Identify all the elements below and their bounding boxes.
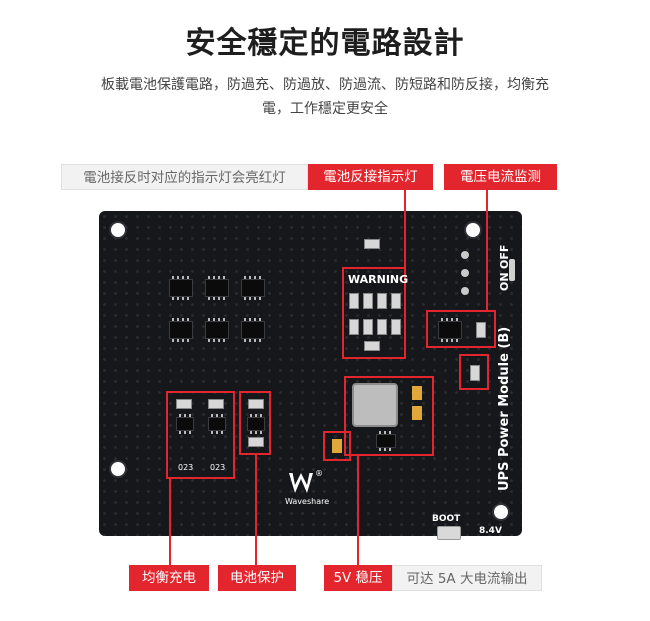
smd-component: [208, 399, 224, 409]
smd-component: [470, 365, 480, 381]
board-image: WARNING ON OFF UPS Power Module (B) 023 …: [99, 211, 522, 540]
leader-battery-protection: [255, 455, 257, 565]
ic-chip: [438, 318, 462, 342]
trademark-text: ®: [315, 469, 323, 478]
regulator-frame-lower: [323, 431, 351, 461]
regulator-note-label: 可达 5A 大电流输出: [392, 565, 542, 591]
capacitor: [332, 439, 342, 453]
mount-hole-top-right: [464, 221, 482, 239]
smd-component: [391, 319, 401, 335]
ic-chip: [208, 414, 226, 434]
balance-charge-frame: 023 023: [166, 391, 235, 479]
part-label-left: 023: [178, 463, 194, 472]
regulator-frame: [344, 376, 434, 456]
waveshare-logo-icon: [289, 473, 313, 493]
part-label-right: 023: [210, 463, 226, 472]
monitor-label: 電压电流监测: [444, 164, 557, 190]
warning-text: WARNING: [348, 273, 409, 286]
smd-component: [248, 399, 264, 409]
switch-off-label: OFF: [498, 244, 511, 269]
smd-component: [377, 319, 387, 335]
description-line-1: 板載電池保護電路，防過充、防過放、防過流、防短路和防反接，均衡充: [101, 77, 549, 93]
ic-chip: [241, 318, 265, 342]
voltage-label: 8.4V: [479, 526, 502, 536]
page-title: 安全穩定的電路設計: [185, 26, 465, 61]
module-name-text: UPS Power Module (B): [497, 326, 512, 491]
leader-reverse-indicator: [404, 190, 406, 267]
ic-chip: [205, 318, 229, 342]
balance-charge-label: 均衡充电: [129, 565, 209, 591]
smd-component: [476, 322, 486, 338]
regulator-label: 5V 稳压: [324, 565, 392, 591]
reverse-note-label: 電池接反时对应的指示灯会亮红灯: [61, 164, 308, 190]
ic-chip: [376, 431, 396, 451]
smd-component: [176, 399, 192, 409]
ic-chip: [169, 318, 193, 342]
switch-on-label: ON: [498, 272, 511, 291]
warning-frame: WARNING: [342, 267, 409, 359]
smd-component: [364, 239, 380, 249]
power-switch[interactable]: [509, 259, 515, 281]
capacitor: [412, 406, 422, 420]
ic-chip: [205, 276, 229, 300]
smd-component: [349, 293, 359, 309]
brand-text: Waveshare: [285, 497, 330, 506]
terminal-pin: [461, 287, 469, 295]
ic-chip: [176, 414, 194, 434]
smd-component: [248, 437, 264, 447]
ic-chip: [241, 276, 265, 300]
boot-label: BOOT: [432, 514, 461, 524]
monitor-frame: [426, 310, 496, 348]
ic-chip: [247, 414, 265, 434]
terminal-pin: [461, 269, 469, 277]
boot-button[interactable]: [437, 526, 461, 540]
reverse-indicator-label: 電池反接指示灯: [308, 164, 433, 190]
leader-regulator: [357, 456, 359, 565]
leader-monitor: [486, 190, 488, 311]
description-line-2: 電，工作穩定更安全: [262, 101, 388, 117]
ic-chip: [169, 276, 193, 300]
battery-protection-label: 电池保护: [218, 565, 296, 591]
mount-hole-bottom-right: [492, 503, 510, 521]
inductor: [352, 383, 398, 427]
leader-balance-charge: [169, 479, 171, 565]
smd-component: [349, 319, 359, 335]
mount-hole-top-left: [109, 221, 127, 239]
smd-component: [364, 341, 380, 351]
smd-component: [363, 319, 373, 335]
battery-protection-frame: [239, 391, 271, 455]
smd-component: [377, 293, 387, 309]
capacitor: [412, 386, 422, 400]
terminal-pin: [461, 251, 469, 259]
mount-hole-bottom-left: [109, 460, 127, 478]
smd-component: [363, 293, 373, 309]
monitor-frame-lower: [459, 354, 489, 390]
smd-component: [391, 293, 401, 309]
